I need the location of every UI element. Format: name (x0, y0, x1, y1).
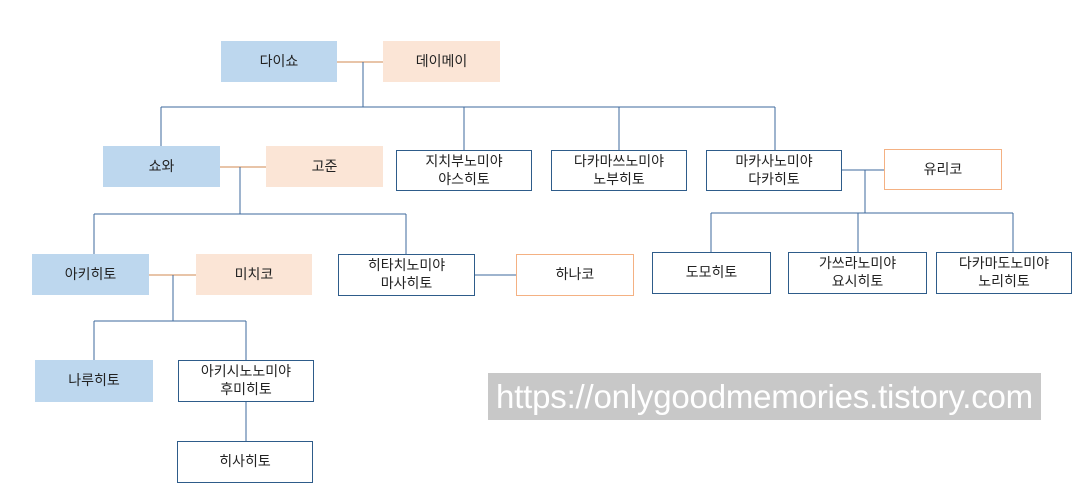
person-title: 가쓰라노미야 (818, 256, 897, 272)
person-name: 아키히토 (64, 266, 117, 283)
person-title: 다카마쓰노미야 (573, 153, 665, 170)
person-name: 다이쇼 (259, 53, 299, 70)
person-name: 히사히토 (219, 454, 271, 470)
person-name: 야스히토 (438, 171, 490, 188)
person-node-kojun: 고준 (266, 146, 383, 187)
person-name: 쇼와 (148, 158, 175, 175)
person-name: 후미히토 (220, 382, 272, 398)
person-node-michiko: 미치코 (196, 254, 312, 295)
person-title: 마카사노미야 (735, 153, 813, 170)
person-node-hisahito: 히사히토 (177, 441, 313, 483)
person-node-akishino: 아키시노노미야 후미히토 (178, 360, 314, 402)
person-title: 히타치노미야 (367, 258, 446, 274)
person-node-daisho: 다이쇼 (221, 41, 337, 82)
person-name: 나루히토 (68, 373, 120, 389)
person-title: 아키시노노미야 (200, 364, 292, 380)
person-name: 노부히토 (593, 171, 645, 188)
person-node-chichibu: 지치부노미야 야스히토 (396, 150, 532, 191)
person-node-katsura: 가쓰라노미야 요시히토 (788, 252, 927, 294)
person-node-akihito: 아키히토 (32, 254, 149, 295)
person-node-yuriko: 유리코 (884, 149, 1002, 190)
person-title: 다카마도노미야 (958, 256, 1050, 272)
person-title: 지치부노미야 (425, 153, 503, 170)
person-node-hitachi: 히타치노미야 마사히토 (338, 254, 475, 296)
person-node-takamado: 다카마도노미야 노리히토 (936, 252, 1072, 294)
person-node-teimei: 데이메이 (383, 41, 500, 82)
person-node-hanako: 하나코 (516, 254, 634, 296)
person-name: 데이메이 (415, 53, 468, 70)
person-node-takamatsu: 다카마쓰노미야 노부히토 (551, 150, 687, 191)
watermark-text: https://onlygoodmemories.tistory.com (496, 377, 1033, 415)
person-name: 미치코 (234, 266, 274, 283)
person-name: 하나코 (555, 267, 595, 283)
person-node-mikasa: 마카사노미야 다카히토 (706, 150, 842, 191)
person-name: 마사히토 (380, 276, 433, 292)
person-name: 고준 (311, 158, 338, 175)
person-node-showa: 쇼와 (103, 146, 220, 187)
person-name: 요시히토 (831, 274, 884, 290)
person-node-naruhito: 나루히토 (35, 360, 153, 402)
person-node-tomohito: 도모히토 (652, 252, 771, 294)
person-name: 노리히토 (978, 274, 1030, 290)
person-name: 유리코 (923, 161, 963, 178)
watermark-url: https://onlygoodmemories.tistory.com (488, 373, 1041, 420)
person-name: 다카히토 (748, 171, 800, 188)
person-name: 도모히토 (685, 265, 738, 281)
